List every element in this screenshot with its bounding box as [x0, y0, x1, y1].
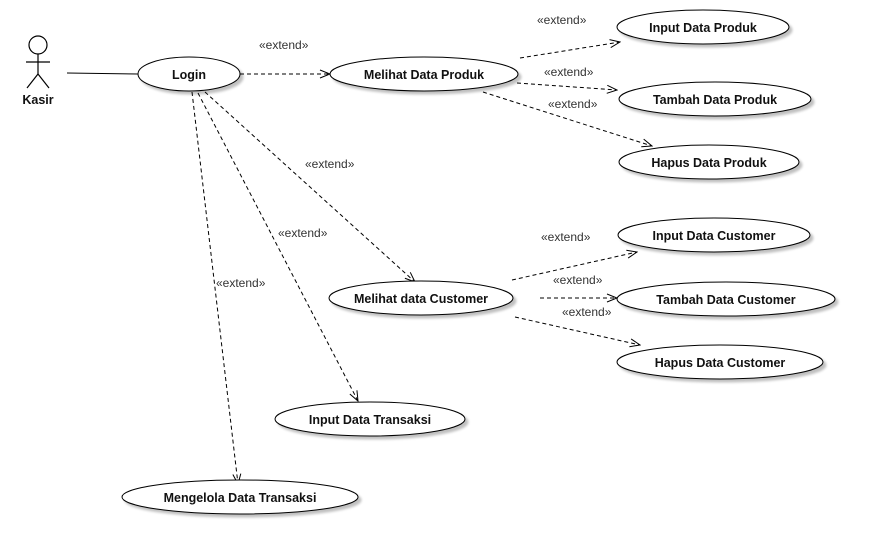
extend-produk-input [519, 42, 620, 59]
use-case-label: Melihat Data Produk [364, 68, 484, 82]
use-case-tambah-data-customer: Tambah Data Customer [616, 281, 836, 317]
use-case-tambah-data-produk: Tambah Data Produk [618, 81, 812, 117]
use-case-label: Input Data Transaksi [309, 413, 431, 427]
use-case-label: Input Data Produk [649, 21, 757, 35]
use-case-label: Tambah Data Produk [653, 93, 777, 107]
use-case-melihat-data-customer: Melihat data Customer [328, 280, 514, 316]
use-case-label: Input Data Customer [653, 229, 776, 243]
extend-label: «extend» [259, 38, 309, 52]
use-case-label: Mengelola Data Transaksi [164, 491, 317, 505]
extend-label: «extend» [216, 276, 266, 290]
extend-produk-tambah [516, 82, 617, 90]
use-case-login: Login [137, 56, 241, 92]
use-case-label: Tambah Data Customer [656, 293, 796, 307]
extend-login-mengelola-transaksi [191, 91, 238, 484]
extend-customer-input [511, 252, 637, 281]
extend-login-melihat-customer [204, 91, 415, 282]
use-case-label: Login [172, 68, 206, 82]
actor-label: Kasir [22, 93, 53, 107]
extend-label: «extend» [541, 230, 591, 244]
use-case-melihat-data-produk: Melihat Data Produk [329, 56, 519, 92]
extend-label: «extend» [553, 273, 603, 287]
extend-produk-hapus [482, 91, 652, 146]
extend-label: «extend» [537, 13, 587, 27]
use-case-hapus-data-produk: Hapus Data Produk [618, 144, 800, 180]
use-case-input-data-transaksi: Input Data Transaksi [274, 401, 466, 437]
extend-login-input-transaksi [197, 92, 358, 401]
use-case-label: Hapus Data Customer [655, 356, 786, 370]
actor-kasir: Kasir [22, 35, 54, 107]
use-case-hapus-data-customer: Hapus Data Customer [616, 344, 824, 380]
extend-label: «extend» [562, 305, 612, 319]
extend-label: «extend» [544, 65, 594, 79]
extend-label: «extend» [548, 97, 598, 111]
use-case-mengelola-data-transaksi: Mengelola Data Transaksi [121, 479, 359, 515]
extend-label: «extend» [305, 157, 355, 171]
use-case-label: Hapus Data Produk [651, 156, 766, 170]
extend-label: «extend» [278, 226, 328, 240]
extend-customer-hapus [514, 316, 640, 345]
use-case-input-data-customer: Input Data Customer [617, 217, 811, 253]
association-line [66, 72, 139, 75]
use-case-label: Melihat data Customer [354, 292, 488, 306]
use-case-input-data-produk: Input Data Produk [616, 9, 790, 45]
